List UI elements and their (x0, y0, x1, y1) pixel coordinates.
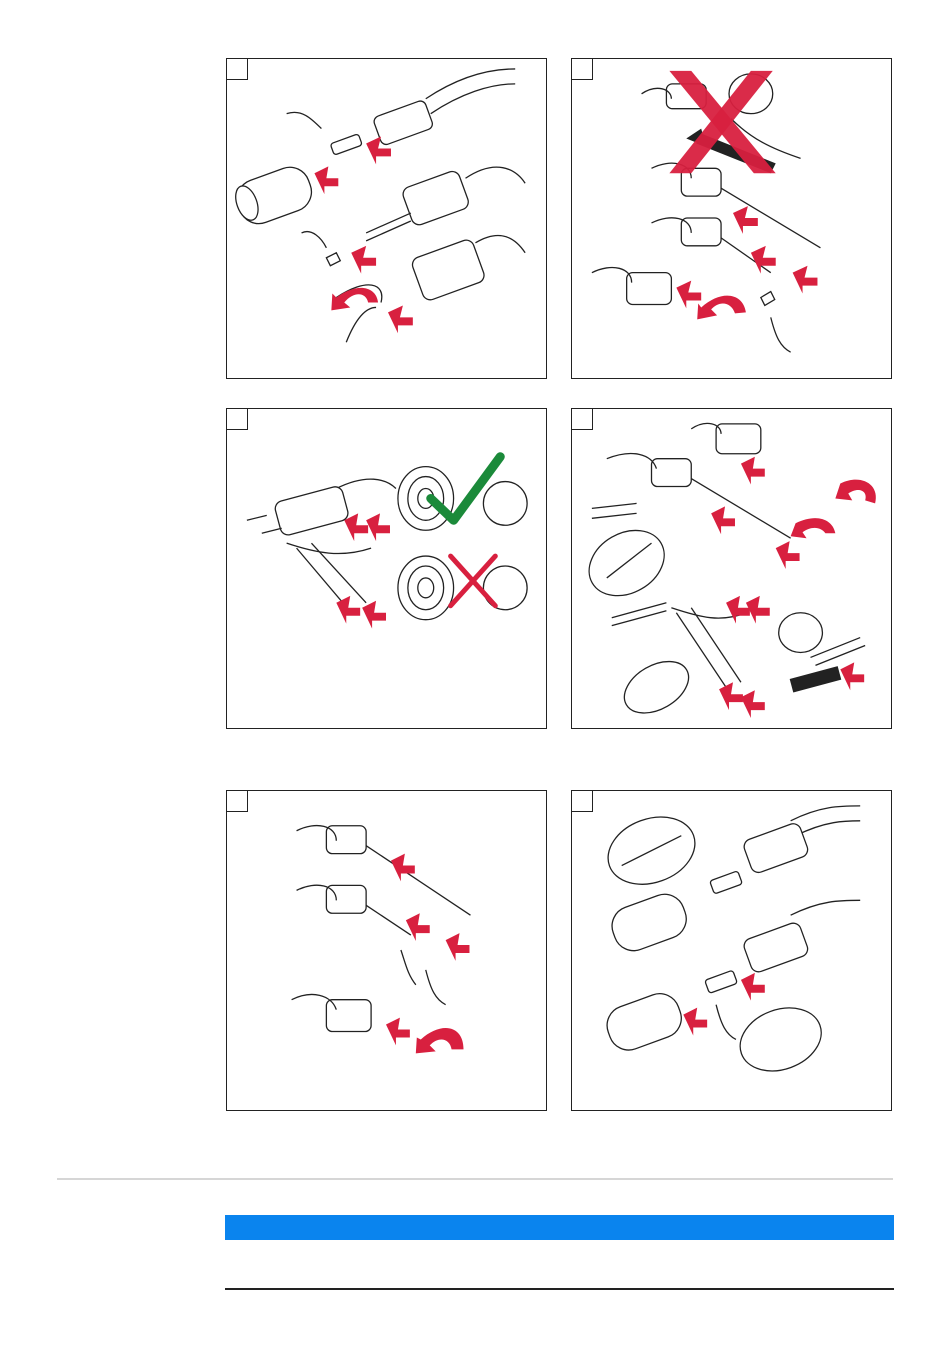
torch-disassembly-illustration (227, 59, 546, 378)
liner-reassembly-illustration (227, 791, 546, 1110)
notice-label (225, 1220, 233, 1235)
section-divider (57, 1178, 893, 1180)
illustration-panel-6 (571, 790, 892, 1111)
liner-cutting-illustration (227, 409, 546, 728)
liner-trimming-illustration (572, 409, 891, 728)
illustration-panel-3 (226, 408, 547, 729)
bottom-rule (225, 1288, 894, 1290)
liner-insertion-illustration (572, 59, 891, 378)
illustration-panel-5 (226, 790, 547, 1111)
illustration-panel-2 (571, 58, 892, 379)
torch-assembly-illustration (572, 791, 891, 1110)
illustration-panel-1 (226, 58, 547, 379)
illustration-panel-4 (571, 408, 892, 729)
notice-banner (225, 1215, 894, 1240)
